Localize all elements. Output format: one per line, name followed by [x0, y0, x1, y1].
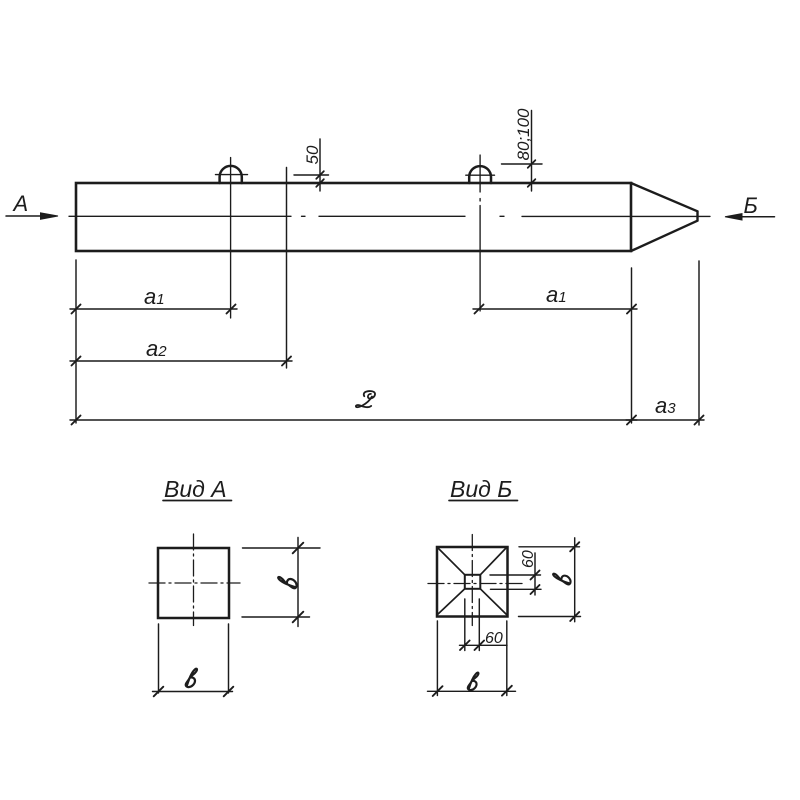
svg-text:Б: Б — [744, 193, 758, 218]
svg-text:а2: а2 — [146, 336, 167, 361]
svg-text:80;100: 80;100 — [514, 108, 533, 161]
svg-text:а3: а3 — [655, 393, 676, 418]
svg-text:50: 50 — [303, 145, 322, 164]
svg-text:А: А — [12, 191, 29, 216]
svg-text:Вид Б: Вид Б — [450, 476, 512, 502]
svg-text:60: 60 — [520, 550, 537, 568]
svg-text:Вид А: Вид А — [164, 476, 227, 502]
svg-text:60: 60 — [485, 630, 503, 647]
svg-text:а1: а1 — [144, 284, 165, 309]
svg-text:а1: а1 — [546, 282, 567, 307]
